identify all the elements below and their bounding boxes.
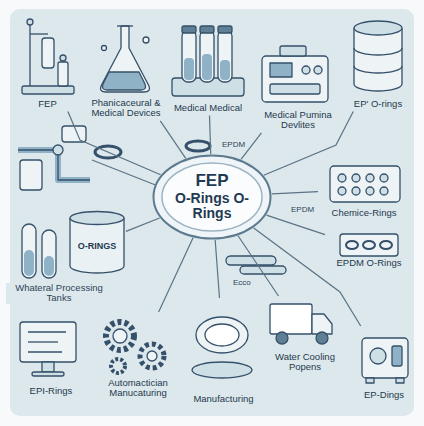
flask-icon: Phanicaceural & Medical Devices (82, 20, 170, 121)
monitor-icon: EPI-Rings (12, 314, 90, 398)
shape-label: O-Rings O-Rings (175, 191, 249, 222)
vial-rack-icon: Medical Medical (166, 15, 250, 115)
node-label: Automactician Manucaturing (96, 378, 180, 399)
node-label: Water Cooling Popens (266, 352, 344, 373)
spoke-connector (126, 218, 160, 231)
node-label: EP-Dings (364, 390, 404, 400)
spoke-connector (266, 215, 325, 234)
node-label: Medical Medical (174, 103, 242, 113)
spoke-connector (159, 238, 193, 312)
leader-line (92, 160, 158, 186)
node-label: Medical Pumina Devlites (257, 110, 339, 131)
spoke-connector (160, 121, 185, 158)
center-ring: FEPO-Rings O-Rings (152, 154, 272, 240)
chemical-unit-icon: Chemice-Rings (318, 158, 410, 220)
device-icon: EP-Dings (355, 326, 413, 402)
item-label: Whateral Processing Tanks (6, 283, 112, 304)
node-label: Manufacturing (193, 394, 253, 404)
node-label: EPDM O-Rings (337, 258, 402, 268)
truck-icon: Water Cooling Popens (265, 296, 345, 375)
shape-label: O-RINGS (78, 234, 117, 252)
spoke-connector (272, 192, 318, 194)
gears-icon: Automactician Manucaturing (95, 312, 181, 401)
spoke-connector (68, 111, 161, 174)
spoke-connector (215, 240, 219, 298)
spoke-connector (210, 115, 211, 154)
node-label: EPI-Rings (30, 386, 73, 396)
ring-tray-icon: EPDM O-Rings (325, 228, 413, 270)
shape-label: FEP (195, 172, 228, 191)
drum-icon: EP' O-rings (342, 15, 414, 111)
item-label: Ecco (232, 279, 252, 288)
material-label: EPDM (290, 206, 315, 215)
lab-stand-icon: FEP (15, 15, 80, 111)
o-ring-cylinder: O-RINGS (68, 210, 126, 276)
node-label: Chemice-Rings (332, 208, 397, 218)
node-label: Phanicaceural & Medical Devices (83, 98, 169, 119)
material-label: EPDM (221, 141, 246, 150)
node-label: EP' O-rings (354, 99, 402, 109)
device-icon: Medical Pumina Devlites (256, 38, 340, 133)
node-label: FEP (38, 99, 56, 109)
spoke-connector (254, 228, 361, 326)
lens-icon: Manufacturing (185, 298, 262, 406)
